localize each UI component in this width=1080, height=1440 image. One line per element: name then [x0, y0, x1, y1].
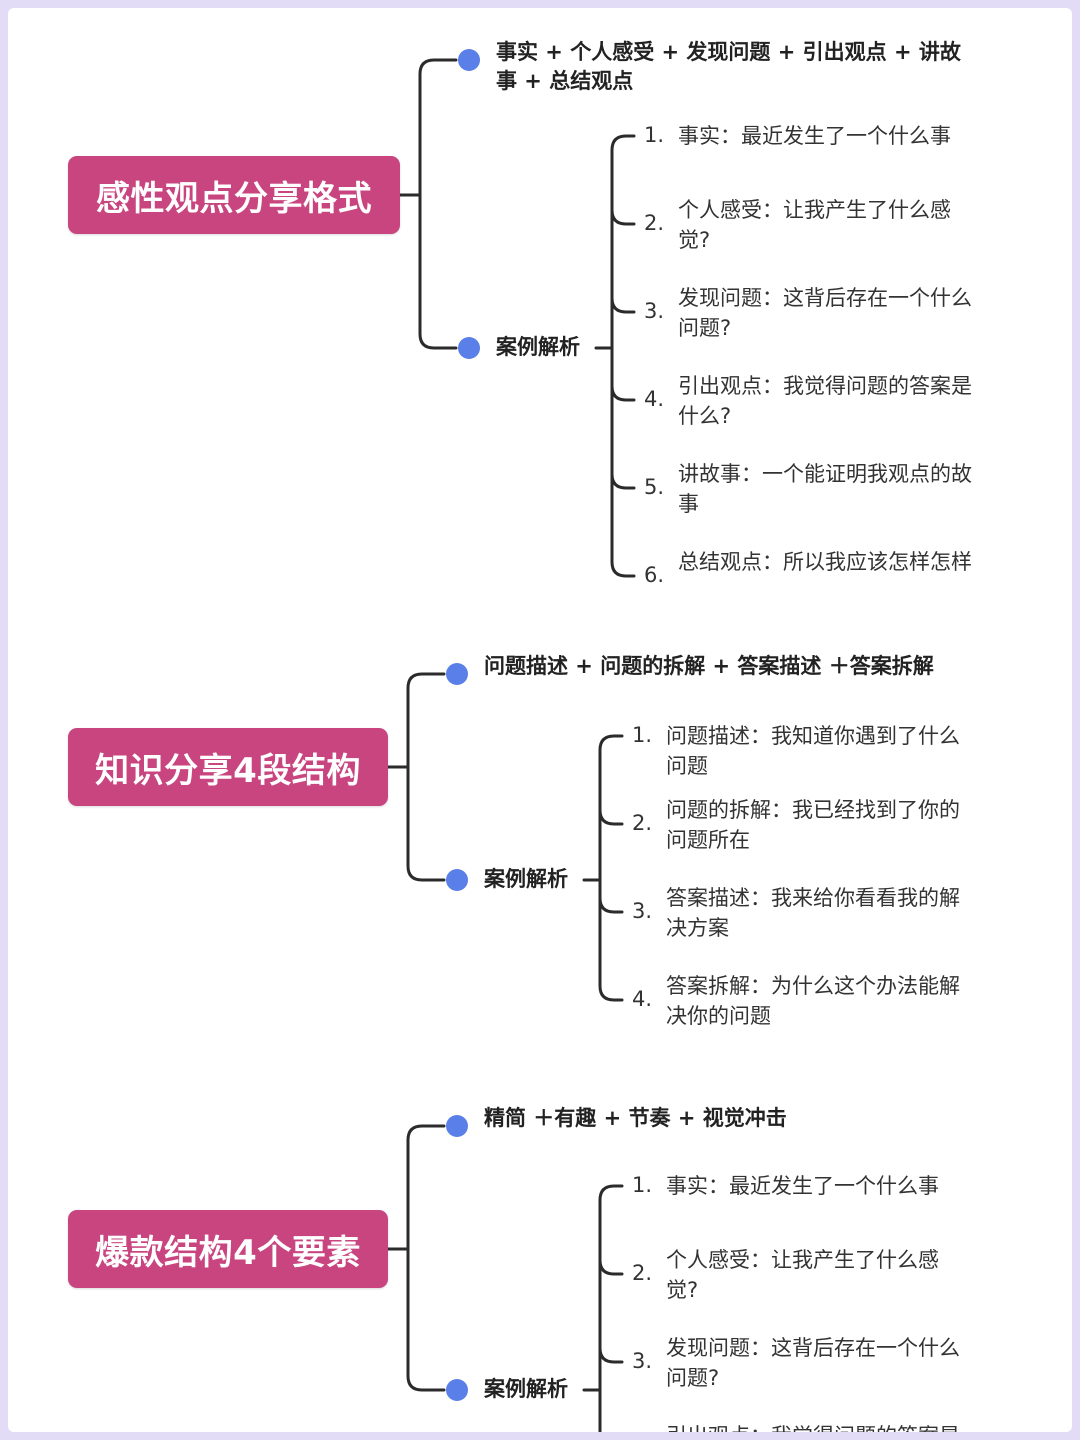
item-number: 3.: [632, 899, 653, 923]
item-connector: [598, 896, 624, 914]
item-connector: [610, 384, 636, 402]
item-number: 1.: [632, 723, 653, 747]
case-label: 案例解析: [484, 867, 568, 891]
item-connector: [598, 808, 624, 826]
item-number: 2.: [632, 1261, 653, 1285]
item-number: 6.: [644, 563, 665, 587]
root-node: 爆款结构4个要素: [68, 1210, 388, 1288]
formula-text: 问题描述 + 问题的拆解 + 答案描述 ＋答案拆解: [484, 654, 934, 678]
formula-text: 精简 ＋有趣 + 节奏 + 视觉冲击: [484, 1106, 787, 1130]
branch-dot: [458, 49, 480, 71]
item-number: 4.: [632, 987, 653, 1011]
trunk-connector: [406, 1124, 446, 1392]
item-number: 1.: [644, 123, 665, 147]
case-label: 案例解析: [484, 1377, 568, 1401]
case-label: 案例解析: [496, 335, 580, 359]
item-text: 讲故事：一个能证明我观点的故事: [678, 462, 972, 516]
item-number: 2.: [632, 811, 653, 835]
item-connector: [610, 296, 636, 314]
item-text: 事实：最近发生了一个什么事: [666, 1174, 939, 1198]
items-spine: [598, 734, 624, 1002]
item-text: 答案描述：我来给你看看我的解决方案: [666, 886, 960, 940]
root-node: 感性观点分享格式: [68, 156, 400, 234]
item-number: 5.: [644, 475, 665, 499]
item-text: 发现问题：这背后存在一个什么问题?: [666, 1336, 960, 1390]
item-text: 问题的拆解：我已经找到了你的问题所在: [666, 798, 960, 852]
item-connector: [598, 1258, 624, 1276]
mind-map-canvas: 感性观点分享格式 事实 + 个人感受 + 发现问题 + 引出观点 + 讲故事 + …: [8, 8, 1072, 1432]
item-text: 事实：最近发生了一个什么事: [678, 124, 951, 148]
item-connector: [610, 472, 636, 490]
connector-lines: [386, 58, 636, 1432]
item-number: 3.: [632, 1349, 653, 1373]
item-text: 答案拆解：为什么这个办法能解决你的问题: [666, 974, 960, 1028]
item-text: 个人感受：让我产生了什么感觉?: [666, 1248, 939, 1302]
item-text: 总结观点：所以我应该怎样怎样: [678, 550, 972, 574]
item-number: 3.: [644, 299, 665, 323]
item-number: 1.: [632, 1173, 653, 1197]
branch-dot: [458, 337, 480, 359]
branch-dot: [446, 1379, 468, 1401]
item-text: 发现问题：这背后存在一个什么问题?: [678, 286, 972, 340]
root-node: 知识分享4段结构: [68, 728, 388, 806]
item-number: 2.: [644, 211, 665, 235]
item-number: 4.: [644, 387, 665, 411]
trunk-connector: [418, 58, 458, 350]
items-spine: [598, 1184, 624, 1432]
item-text: 引出观点：我觉得问题的答案是什么?: [678, 374, 972, 428]
trunk-connector: [406, 672, 446, 882]
branch-dot: [446, 869, 468, 891]
item-text: 引出观点：我觉得问题的答案是什么?: [666, 1421, 966, 1432]
item-text: 个人感受：让我产生了什么感觉?: [678, 198, 951, 252]
formula-text: 事实 + 个人感受 + 发现问题 + 引出观点 + 讲故事 + 总结观点: [496, 40, 961, 93]
branch-dot: [446, 663, 468, 685]
item-connector: [610, 208, 636, 226]
branch-dot: [446, 1115, 468, 1137]
item-connector: [598, 1346, 624, 1364]
items-spine: [610, 134, 636, 578]
item-text: 问题描述：我知道你遇到了什么问题: [666, 724, 960, 778]
